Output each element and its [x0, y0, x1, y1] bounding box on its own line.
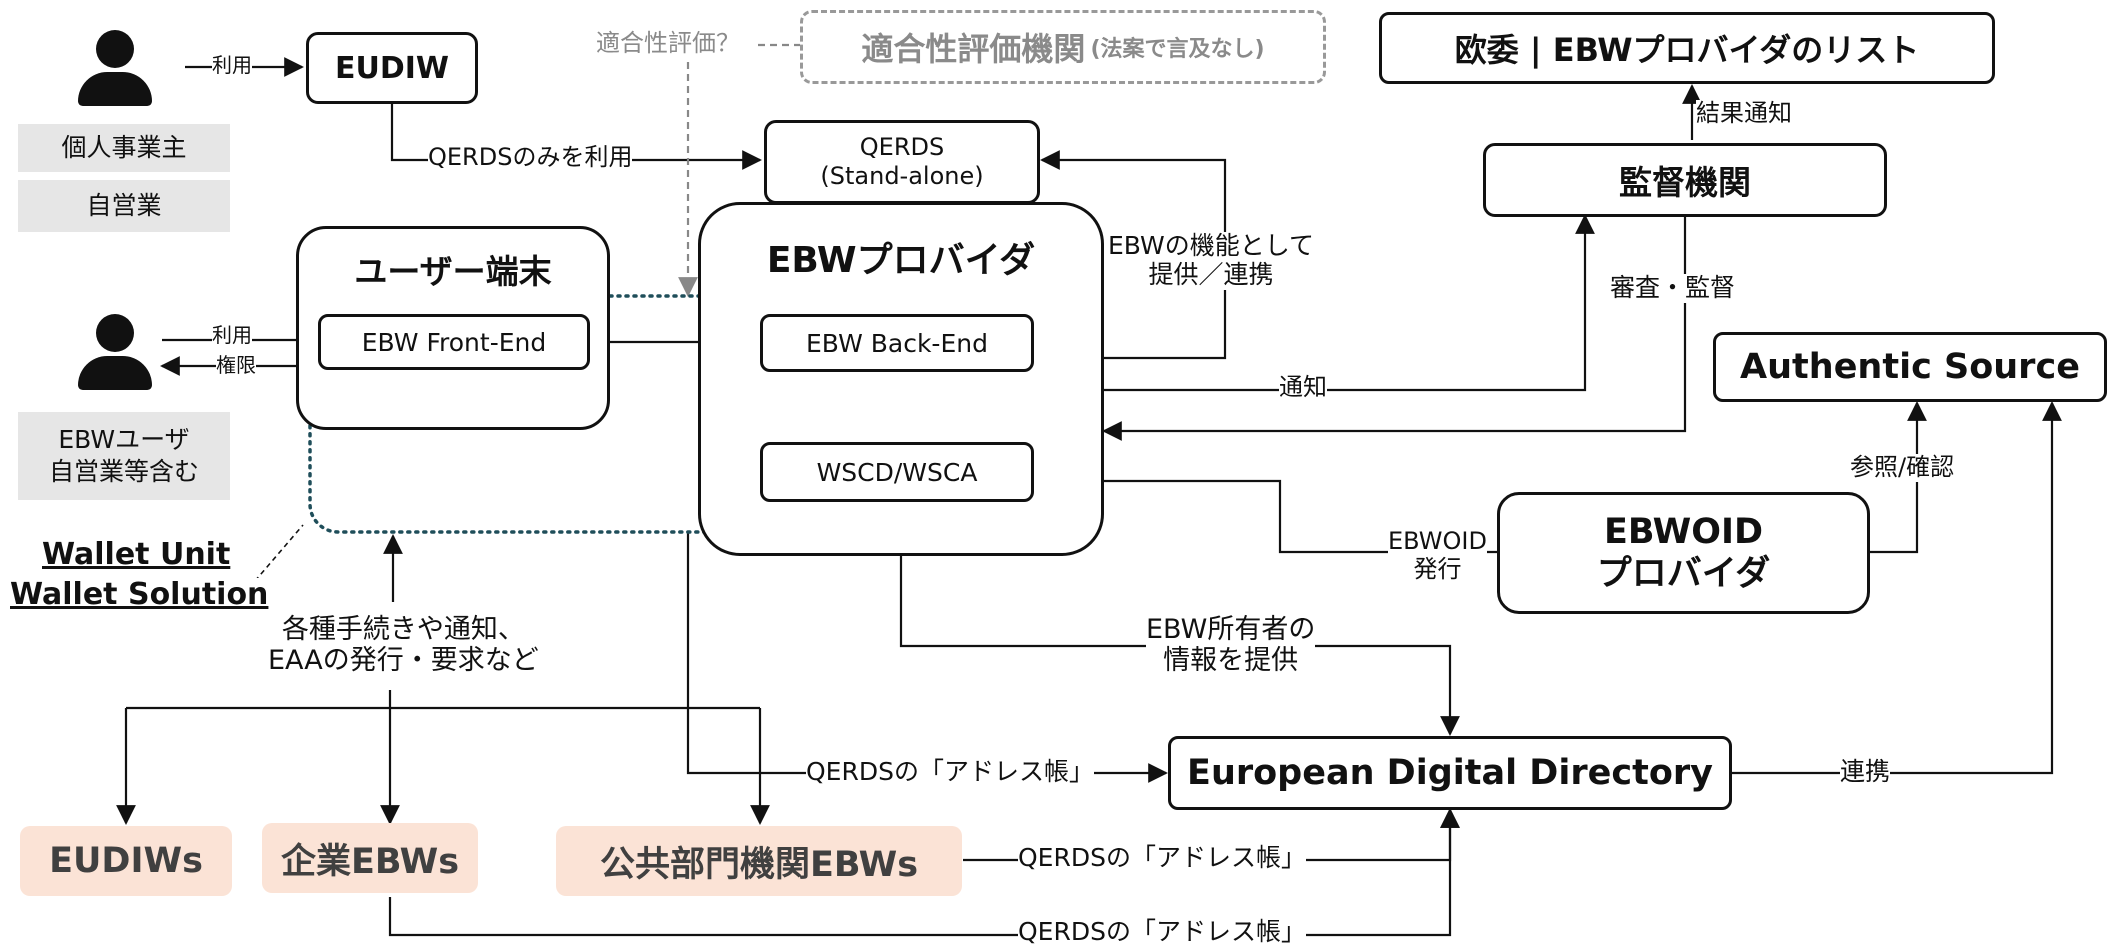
- edge-link: [1732, 401, 2062, 775]
- edge-ref-confirm: [1870, 401, 1927, 554]
- node-authentic-source: Authentic Source: [1713, 332, 2107, 402]
- edge-label-procedures: 各種手続きや通知、EAAの発行・要求など: [268, 614, 539, 677]
- person-icon: [78, 314, 152, 390]
- actor-self-employed: 自営業: [18, 180, 230, 232]
- node-eudiws: EUDIWs: [20, 826, 232, 896]
- node-conformity-body: 適合性評価機関 (法案で言及なし): [800, 10, 1326, 84]
- edge-label-review: 審査・監督: [1610, 273, 1736, 303]
- node-company-ebws: 企業EBWs: [262, 823, 478, 893]
- node-public-ebws: 公共部門機関EBWs: [556, 826, 962, 896]
- edge-qerds-only: [390, 103, 762, 170]
- edge-label-conformity: 適合性評価？: [596, 29, 740, 57]
- node-supervisor: 監督機関: [1483, 143, 1887, 217]
- actor-ebw-user: EBWユーザ自営業等含む: [18, 412, 230, 500]
- node-ebw-provider: EBWプロバイダ: [698, 202, 1104, 556]
- edge-label-result-notice: 結果通知: [1696, 99, 1792, 128]
- edge-address-book-3: [388, 808, 1460, 937]
- node-ec-list: 欧委 | EBWプロバイダのリスト: [1379, 12, 1995, 84]
- edge-label-address-book-3: QERDSの「アドレス帳」: [1018, 917, 1306, 947]
- edge-notify: [1103, 214, 1595, 392]
- wallet-leader: [254, 524, 304, 582]
- edge-label-address-book-1: QERDSの「アドレス帳」: [806, 757, 1094, 787]
- edge-label-link: 連携: [1840, 757, 1891, 787]
- node-eudiw: EUDIW: [306, 32, 478, 104]
- edge-label-use-1: 利用: [212, 53, 252, 77]
- edge-label-provide-link: EBWの機能として提供／連携: [1108, 231, 1315, 290]
- node-qerds: QERDS(Stand-alone): [764, 120, 1040, 204]
- edge-label-owner-info: EBW所有者の情報を提供: [1146, 614, 1316, 677]
- node-ebw-front-end: EBW Front-End: [318, 314, 590, 370]
- node-wscd: WSCD/WSCA: [760, 442, 1034, 502]
- node-european-digital-directory: European Digital Directory: [1168, 736, 1732, 810]
- wallet-solution-label: Wallet Solution: [10, 577, 269, 613]
- person-icon: [78, 30, 152, 106]
- actor-sole-proprietor: 個人事業主: [18, 124, 230, 172]
- edge-label-authority: 権限: [216, 353, 256, 377]
- edge-label-use-2: 利用: [212, 323, 252, 347]
- edge-label-qerds-only: QERDSのみを利用: [428, 143, 633, 172]
- edge-label-ref-confirm: 参照/確認: [1850, 453, 1955, 482]
- wallet-unit-region: [308, 294, 1070, 534]
- edge-label-address-book-2: QERDSの「アドレス帳」: [1018, 843, 1306, 873]
- wallet-unit-label: Wallet Unit: [42, 537, 231, 573]
- node-ebw-back-end: EBW Back-End: [760, 314, 1034, 372]
- edge-label-notify: 通知: [1279, 373, 1327, 402]
